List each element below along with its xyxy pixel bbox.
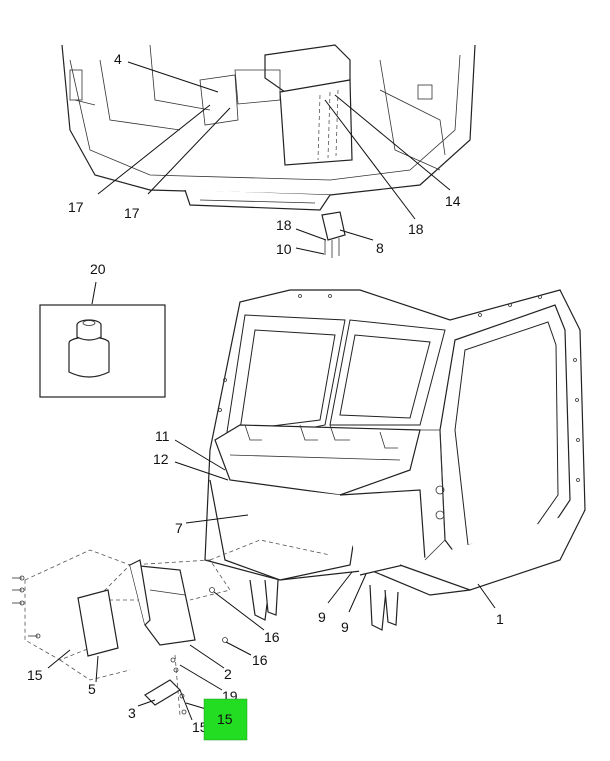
callout-4: 4 bbox=[114, 51, 122, 67]
callout-2: 2 bbox=[224, 666, 232, 682]
callout-16b: 16 bbox=[252, 652, 268, 668]
exploded-parts-lower bbox=[12, 539, 331, 716]
adhesive-bottle-inset bbox=[39, 304, 166, 398]
callout-16a: 16 bbox=[264, 629, 280, 645]
callout-15a: 15 bbox=[27, 667, 43, 683]
leader-lines bbox=[47, 61, 496, 721]
main-cab-assembly bbox=[204, 289, 586, 631]
callout-5: 5 bbox=[88, 681, 96, 697]
callout-18b: 18 bbox=[276, 217, 292, 233]
highlighted-part-15[interactable]: 15 bbox=[203, 698, 248, 741]
callout-17b: 17 bbox=[124, 205, 140, 221]
callout-20: 20 bbox=[90, 261, 106, 277]
callout-7: 7 bbox=[175, 520, 183, 536]
callout-11: 11 bbox=[155, 428, 170, 444]
callout-9a: 9 bbox=[318, 609, 326, 625]
top-cab-assembly bbox=[61, 44, 476, 258]
highlight-label: 15 bbox=[217, 711, 233, 727]
highlight-box[interactable] bbox=[203, 698, 248, 741]
callout-8: 8 bbox=[376, 240, 384, 256]
callout-17a: 17 bbox=[68, 199, 84, 215]
callout-1: 1 bbox=[496, 611, 504, 627]
callout-12: 12 bbox=[153, 451, 169, 467]
callout-10: 10 bbox=[276, 241, 292, 257]
callout-14: 14 bbox=[445, 193, 461, 209]
callout-18a: 18 bbox=[408, 221, 424, 237]
callout-3: 3 bbox=[128, 705, 136, 721]
callout-9b: 9 bbox=[341, 619, 349, 635]
